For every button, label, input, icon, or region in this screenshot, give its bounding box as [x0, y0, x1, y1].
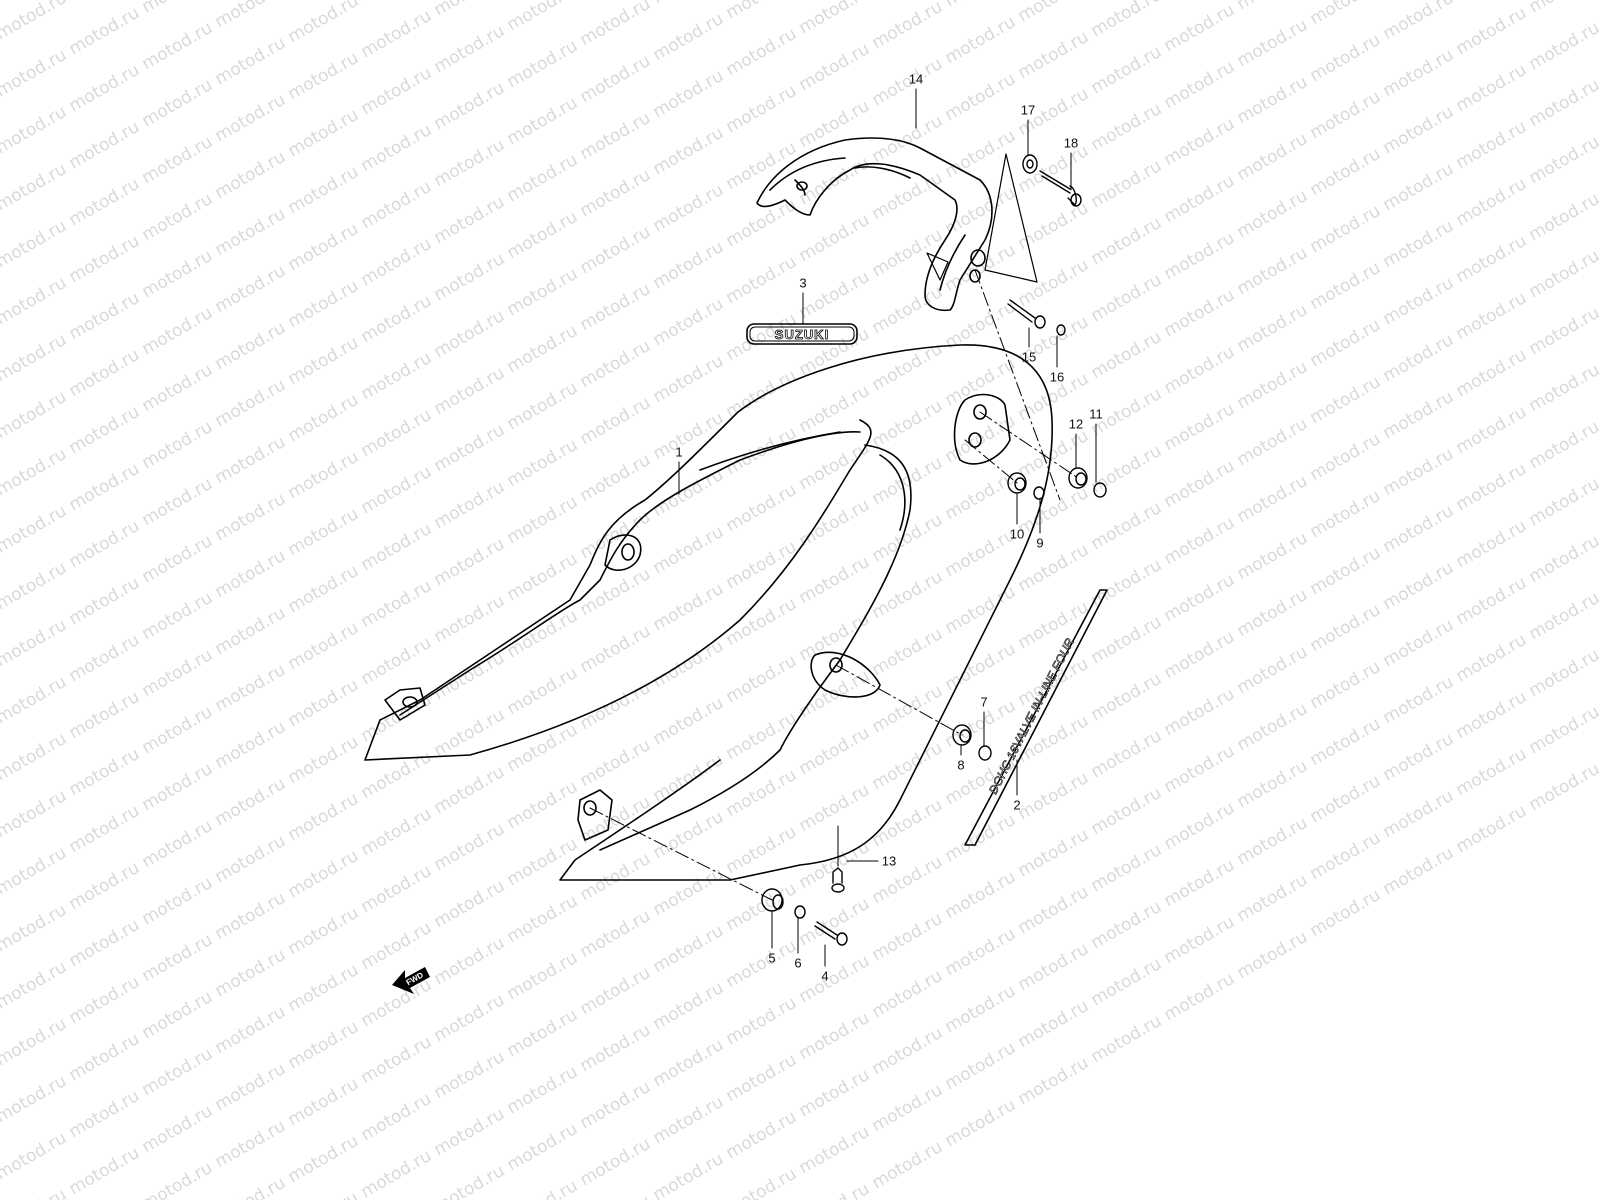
washer-part-17: [1022, 154, 1038, 174]
callout-label-part-16: 16: [1049, 369, 1065, 385]
grommet-part-8: [952, 724, 972, 746]
collar-part-6: [794, 905, 806, 919]
callout-label-part-8: 8: [957, 757, 965, 773]
callout-label-part-9: 9: [1036, 535, 1044, 551]
callout-label-part-14: 14: [908, 71, 924, 87]
emblem-text: SUZUKI: [775, 327, 829, 342]
callout-label-part-15: 15: [1021, 349, 1037, 365]
callout-label-part-7: 7: [980, 694, 988, 710]
callout-label-part-4: 4: [821, 968, 829, 984]
callout-label-part-12: 12: [1068, 416, 1084, 432]
clip-part-16: [1056, 324, 1066, 336]
decal-part-2[interactable]: [964, 589, 1108, 846]
bolt-part-4: [814, 921, 838, 940]
callout-label-part-13: 13: [881, 853, 897, 869]
tail-cover-part-1[interactable]: [364, 344, 1053, 881]
grommet-part-5: [761, 888, 783, 912]
callout-label-part-1: 1: [675, 444, 683, 460]
collar-part-7: [978, 745, 992, 761]
grommet-part-10: [1007, 472, 1027, 494]
callout-label-part-17: 17: [1020, 102, 1036, 118]
callout-label-part-3: 3: [799, 275, 807, 291]
fwd-arrow-icon: [392, 967, 430, 994]
bolt-part-15: [1007, 299, 1036, 323]
callout-label-part-11: 11: [1089, 406, 1103, 422]
hardware-group: [761, 154, 1107, 946]
callout-label-part-5: 5: [768, 950, 776, 966]
collar-part-9: [1033, 486, 1045, 500]
suzuki-emblem-part-3[interactable]: [746, 323, 858, 345]
collar-part-11: [1093, 482, 1107, 498]
clip-part-13: [832, 867, 843, 884]
callout-label-part-6: 6: [794, 955, 802, 971]
grommet-part-12: [1068, 467, 1088, 489]
callout-label-part-18: 18: [1063, 135, 1079, 151]
callout-label-part-2: 2: [1013, 797, 1021, 813]
leader-lines: [678, 88, 1097, 967]
assembly-lines: [589, 269, 1079, 901]
callout-label-part-10: 10: [1009, 526, 1025, 542]
bolt-part-18: [1039, 170, 1071, 194]
decal-text: DOHC 16VALVE IN-LINE FOUR: [986, 636, 1077, 797]
